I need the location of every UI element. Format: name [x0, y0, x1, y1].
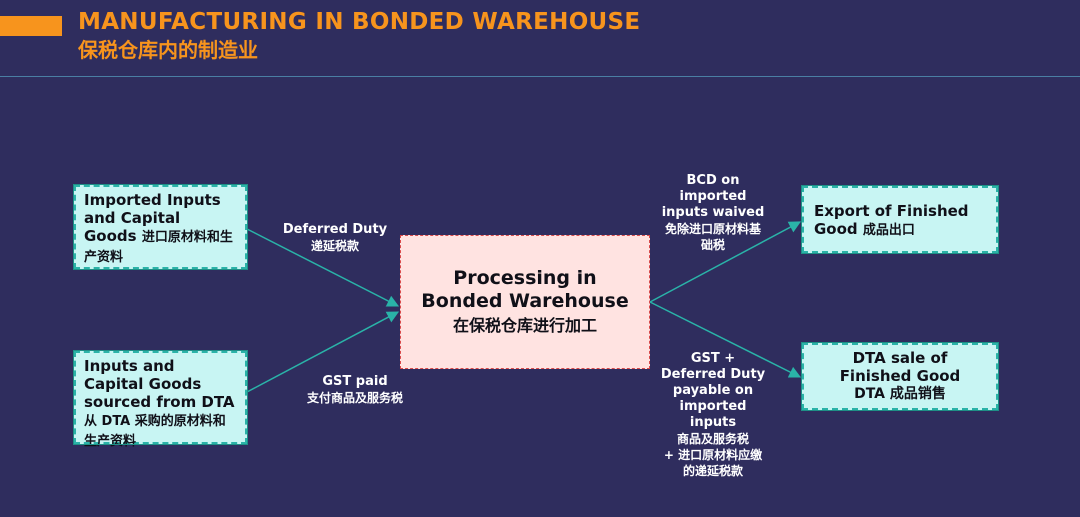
edge-gst-deferred-zh-3: 的递延税款: [682, 464, 743, 478]
arrow-dta-to-processing: [246, 311, 400, 393]
node-processing-zh: 在保税仓库进行加工: [452, 316, 597, 335]
edge-label-gst-deferred: GST + Deferred Duty payable on imported …: [650, 351, 776, 479]
node-imported-inputs: Imported Inputs and Capital Goods 进口原材料和…: [73, 184, 248, 270]
edge-deferred-duty-en: Deferred Duty: [282, 222, 388, 237]
edge-label-bcd-waived: BCD on imported inputs waived 免除进口原材料基 础…: [650, 173, 776, 253]
edge-gst-deferred-en-3: payable on: [672, 383, 754, 398]
edge-bcd-zh-2: 础税: [700, 238, 725, 252]
node-imported-inputs-zh: 进口原材料和生产资料: [84, 230, 233, 265]
node-dta-sale-zh: DTA 成品销售: [854, 386, 946, 402]
node-processing-en-1: Processing in: [453, 267, 597, 289]
node-export-zh: 成品出口: [862, 223, 915, 238]
node-imported-inputs-en: Imported Inputs and Capital Goods: [84, 191, 221, 245]
node-export-en: Export of Finished Good: [814, 202, 969, 238]
edge-bcd-en-3: inputs waived: [661, 205, 765, 220]
node-dta-sale-en-2: Finished Good: [839, 367, 961, 385]
node-export: Export of Finished Good 成品出口: [801, 185, 999, 254]
edge-gst-deferred-en-5: inputs: [689, 415, 737, 430]
node-processing: Processing in Bonded Warehouse 在保税仓库进行加工: [400, 235, 650, 369]
edge-gst-paid-zh: 支付商品及服务税: [306, 391, 403, 405]
edge-gst-paid-en: GST paid: [322, 374, 388, 389]
node-dta-inputs: Inputs and Capital Goods sourced from DT…: [73, 350, 248, 449]
arrow-processing-to-export: [649, 221, 802, 303]
edge-gst-deferred-en-1: GST +: [690, 351, 736, 366]
edge-label-gst-paid: GST paid 支付商品及服务税: [285, 374, 425, 406]
edge-gst-deferred-en-4: imported: [679, 399, 747, 414]
edge-gst-deferred-zh-1: 商品及服务税: [676, 432, 749, 446]
page-title: MANUFACTURING IN BONDED WAREHOUSE: [78, 9, 641, 35]
node-dta-inputs-zh: 从 DTA 采购的原材料和生产资料: [84, 414, 226, 449]
edge-gst-deferred-en-2: Deferred Duty: [660, 367, 766, 382]
edge-deferred-duty-zh: 递延税款: [310, 239, 359, 253]
header-accent-bar: [0, 16, 62, 36]
arrow-imported-to-processing: [246, 228, 400, 307]
page-subtitle: 保税仓库内的制造业: [78, 38, 258, 62]
edge-label-deferred-duty: Deferred Duty 递延税款: [270, 222, 400, 254]
edge-bcd-zh-1: 免除进口原材料基: [664, 222, 761, 236]
edge-bcd-en-1: BCD on: [686, 173, 740, 188]
node-processing-en-2: Bonded Warehouse: [421, 290, 629, 312]
node-dta-inputs-en: Inputs and Capital Goods sourced from DT…: [84, 357, 235, 411]
edge-bcd-en-2: imported: [679, 189, 747, 204]
edge-gst-deferred-zh-2: + 进口原材料应缴: [663, 448, 763, 462]
arrow-processing-to-dta-sale: [649, 301, 802, 378]
header-divider: [0, 76, 1080, 77]
node-dta-sale: DTA sale of Finished Good DTA 成品销售: [801, 342, 999, 411]
node-dta-sale-en-1: DTA sale of: [852, 349, 948, 367]
